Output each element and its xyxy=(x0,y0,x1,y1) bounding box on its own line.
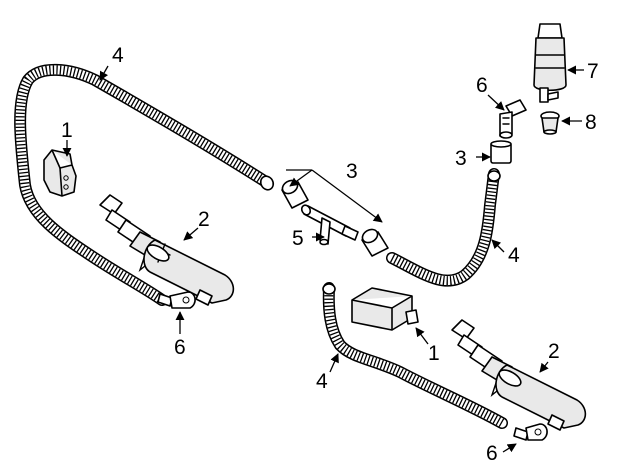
grommet xyxy=(540,111,560,135)
sleeve-connector-upper xyxy=(490,140,512,164)
callout-3-center: 3 xyxy=(346,160,358,183)
washer-nozzle-left xyxy=(99,194,235,306)
washer-nozzle-right xyxy=(451,319,587,431)
callout-6-top: 6 xyxy=(476,74,488,97)
callout-7: 7 xyxy=(587,60,599,83)
callout-4-top-left: 4 xyxy=(112,44,124,67)
callout-5: 5 xyxy=(292,227,304,250)
hose-left-long xyxy=(14,63,275,306)
callout-6-left: 6 xyxy=(174,336,186,359)
callout-3-right: 3 xyxy=(455,147,467,170)
callout-1-left: 1 xyxy=(61,119,73,142)
bracket-box xyxy=(351,287,419,331)
callout-8: 8 xyxy=(585,111,597,134)
leader-lines xyxy=(62,65,584,453)
elbow-connector-top xyxy=(499,99,527,139)
elbow-connector-left xyxy=(157,291,196,309)
callout-6-bottom: 6 xyxy=(486,442,498,465)
callout-2-right: 2 xyxy=(548,340,560,363)
callout-4-right: 4 xyxy=(508,244,520,267)
washer-pump xyxy=(533,23,567,103)
bracket-left xyxy=(43,149,77,197)
elbow-connector-bottom xyxy=(513,423,548,441)
callout-2-left: 2 xyxy=(198,208,210,231)
callout-4-bottom: 4 xyxy=(316,370,328,393)
hose-right-riser xyxy=(386,168,501,287)
hose-lower xyxy=(322,282,508,429)
sleeve-connector-right xyxy=(361,228,389,257)
callout-1-center: 1 xyxy=(428,342,440,365)
tee-fitting xyxy=(300,204,359,246)
